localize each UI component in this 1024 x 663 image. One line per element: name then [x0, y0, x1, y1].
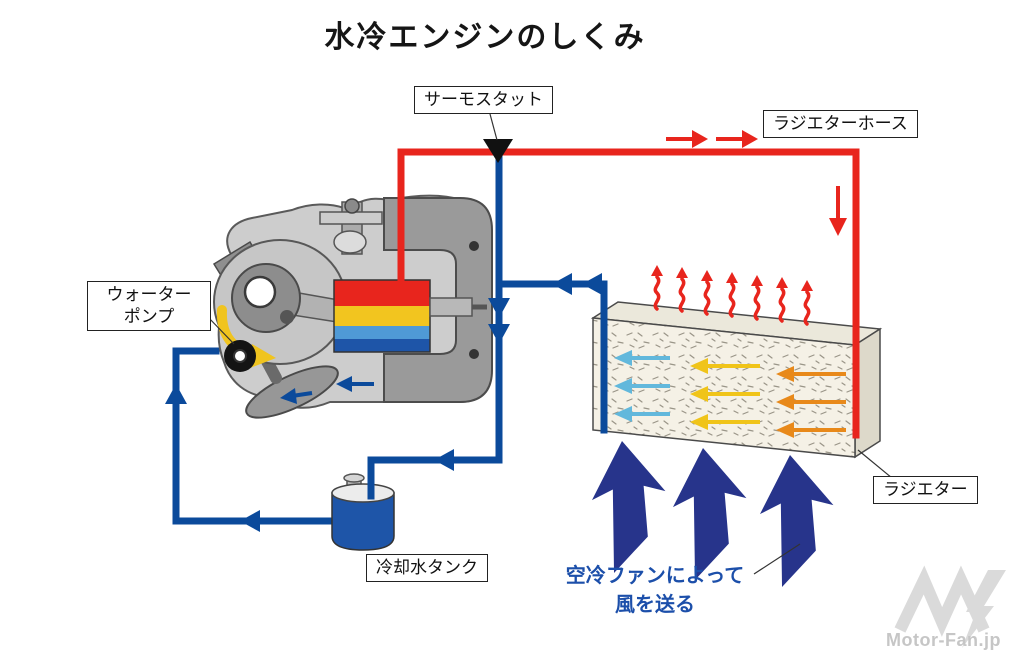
- fan-caption-line2: 風を送る: [615, 594, 695, 616]
- fan-caption-line1: 空冷ファンによって: [565, 565, 745, 587]
- leader-lines: [206, 113, 893, 575]
- fan-wind-arrows: [591, 441, 834, 587]
- watermark-text: Motor-Fan.jp: [886, 630, 1001, 650]
- radiator-flow-arrows-warm: [690, 358, 760, 430]
- water-pump-pulley: [224, 340, 256, 372]
- page-title: 水冷エンジンのしくみ: [324, 21, 646, 54]
- thermostat-valve-icon: [483, 139, 513, 163]
- thermostat-label: サーモスタット: [414, 86, 553, 115]
- pipe-radiator-return: [498, 280, 608, 434]
- engine-illustration: [212, 194, 493, 419]
- carburetor: [319, 198, 383, 255]
- cold-flow-arrows: [434, 273, 602, 471]
- water-pump-label-line1: ウォーター: [106, 285, 192, 304]
- water-pump-label-line2: ポンプ: [123, 307, 175, 327]
- radiator-graphic: [590, 301, 883, 459]
- radiator-label: ラジエター: [873, 476, 978, 505]
- hot-flow-arrows: [666, 130, 847, 236]
- radiator-hose-label: ラジエターホース: [763, 110, 918, 139]
- water-pump-label: ウォーター ポンプ: [87, 281, 211, 332]
- fan-caption: 空冷ファンによって 風を送る: [545, 562, 765, 620]
- coolant-tank-label: 冷却水タンク: [366, 554, 488, 583]
- spark-plug: [429, 297, 487, 317]
- water-jacket-block: [333, 279, 431, 353]
- flow-arrow-up-icon: [165, 384, 187, 404]
- coolant-tank-graphic: [331, 473, 395, 551]
- radiator-flow-arrows-hot: [776, 366, 846, 438]
- pipe-radiator-hose-hot: [397, 148, 860, 439]
- motor-fan-logo: [894, 565, 1006, 648]
- heat-wave-arrows: [651, 265, 813, 326]
- engine-flow-arrows: [280, 376, 374, 404]
- radiator-flow-arrows-cool: [614, 350, 670, 422]
- flow-arrow-left-icon: [240, 510, 260, 532]
